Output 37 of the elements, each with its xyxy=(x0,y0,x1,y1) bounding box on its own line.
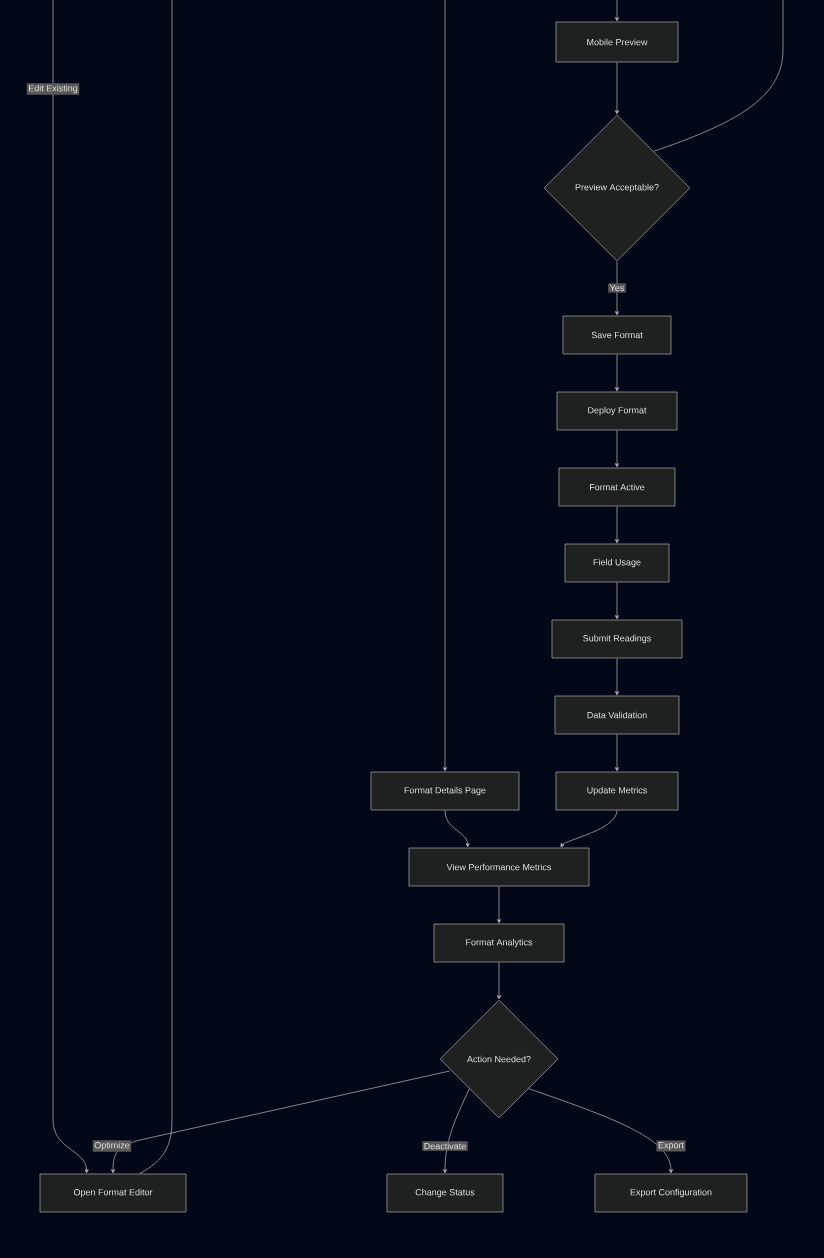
arrow xyxy=(52,0,89,1174)
edge-label: Deactivate xyxy=(422,1141,468,1151)
arrow xyxy=(615,354,619,392)
edge-label: Edit Existing xyxy=(26,83,80,95)
process-box: Submit Readings xyxy=(551,619,683,659)
arrow xyxy=(615,734,619,772)
arrow xyxy=(615,582,619,620)
arrow xyxy=(615,62,619,115)
process-box: View Performance Metrics xyxy=(408,847,590,887)
arrow xyxy=(528,1088,673,1174)
arrow xyxy=(615,430,619,468)
arrow xyxy=(497,962,501,1000)
arrow xyxy=(444,810,470,848)
arrow xyxy=(615,506,619,544)
process-box: Mobile Preview xyxy=(555,21,679,63)
process-box: Save Format xyxy=(562,315,672,355)
edge-label: Export xyxy=(656,1140,686,1152)
arrow xyxy=(497,886,501,924)
process-box: Field Usage xyxy=(564,543,670,583)
arrow xyxy=(443,0,447,772)
arrow xyxy=(615,0,619,22)
process-box: Data Validation xyxy=(554,695,680,735)
arrow xyxy=(111,1070,450,1174)
process-box: Format Active xyxy=(558,467,676,507)
edge-label: Yes xyxy=(608,283,626,293)
arrow xyxy=(443,1088,470,1174)
process-box: Format Details Page xyxy=(370,771,520,811)
arrow xyxy=(560,810,618,848)
process-box: Deploy Format xyxy=(556,391,678,431)
process-box: Update Metrics xyxy=(555,771,679,811)
process-box: Change Status xyxy=(386,1173,504,1213)
process-box: Format Analytics xyxy=(433,923,565,963)
edge-label: Optimize xyxy=(92,1140,132,1152)
arrow xyxy=(615,261,619,316)
process-box: Export Configuration xyxy=(594,1173,748,1213)
arrow xyxy=(615,658,619,696)
process-box: Open Format Editor xyxy=(39,1173,187,1213)
